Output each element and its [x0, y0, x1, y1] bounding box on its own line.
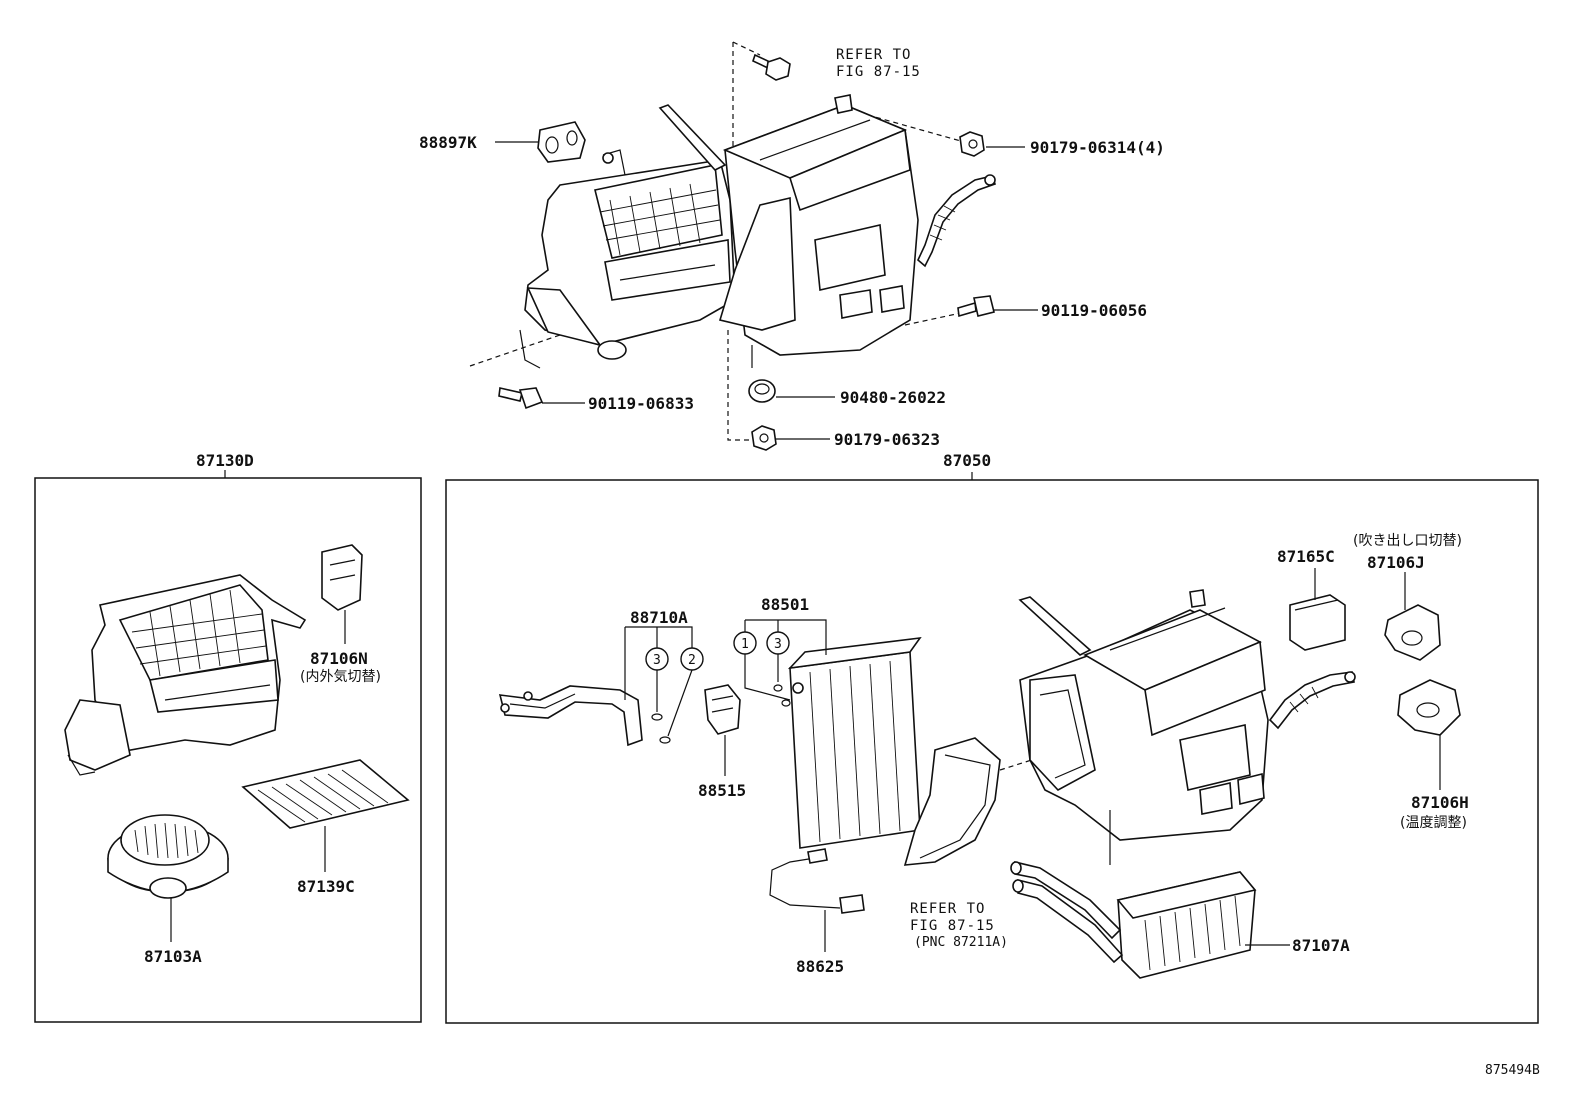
callout-2	[680, 647, 704, 671]
grommet-88897K	[537, 121, 586, 163]
refer-text-line1: REFER TO	[836, 47, 911, 63]
refer-2-line1: REFER TO	[910, 901, 985, 917]
footer-code: 875494B	[1485, 1063, 1540, 1078]
callout-3b	[766, 631, 790, 655]
label-87106J: 87106J	[1367, 553, 1425, 572]
label-88710A: 88710A	[630, 608, 688, 627]
callout-3a	[645, 647, 669, 671]
top-hvac-assembly	[469, 41, 997, 441]
grommet-90480-26022	[748, 379, 776, 403]
label-87165C: 87165C	[1277, 547, 1335, 566]
bolt-90119-06833	[498, 387, 544, 410]
bolt-90119-06056	[957, 295, 995, 318]
refer-text-line2: FIG 87-15	[836, 64, 921, 80]
label-87103A: 87103A	[144, 947, 202, 966]
label-88625: 88625	[796, 957, 844, 976]
top-leader-lines	[495, 141, 1038, 440]
label-90119-06833: 90119-06833	[588, 394, 694, 413]
callout-3b-text: 3	[774, 637, 782, 652]
refer-2-line3: (PNC 87211A)	[914, 935, 1008, 950]
callout-1	[733, 631, 757, 655]
note-87106H: (温度調整)	[1400, 815, 1467, 831]
label-87139C: 87139C	[297, 877, 355, 896]
nut-90179-06323	[751, 425, 777, 451]
label-87106H: 87106H	[1411, 793, 1469, 812]
label-90179-06314: 90179-06314(4)	[1030, 138, 1165, 157]
callout-2-text: 2	[688, 653, 696, 668]
note-87106J: (吹き出し口切替)	[1353, 533, 1462, 549]
refer-2-line2: FIG 87-15	[910, 918, 995, 934]
nut-90179-06314	[959, 131, 985, 157]
label-87106N: 87106N	[310, 649, 368, 668]
label-90179-06323: 90179-06323	[834, 430, 940, 449]
label-88501: 88501	[761, 595, 809, 614]
bolt-refer-fig-87-15	[752, 53, 791, 81]
left-box-87130D: 87130D 87106N (内外気切替) 87139C	[34, 451, 422, 1023]
label-90480-26022: 90480-26022	[840, 388, 946, 407]
label-87107A: 87107A	[1292, 936, 1350, 955]
left-box-title: 87130D	[196, 451, 254, 470]
right-box-title: 87050	[943, 451, 991, 470]
callout-3a-text: 3	[653, 653, 661, 668]
callout-1-text: 1	[741, 637, 749, 652]
right-box-87050: 87050 88710A 3 2 88515	[445, 451, 1539, 1024]
label-88897K: 88897K	[419, 133, 477, 152]
label-88515: 88515	[698, 781, 746, 800]
note-87106N: (内外気切替)	[300, 669, 381, 685]
label-90119-06056: 90119-06056	[1041, 301, 1147, 320]
